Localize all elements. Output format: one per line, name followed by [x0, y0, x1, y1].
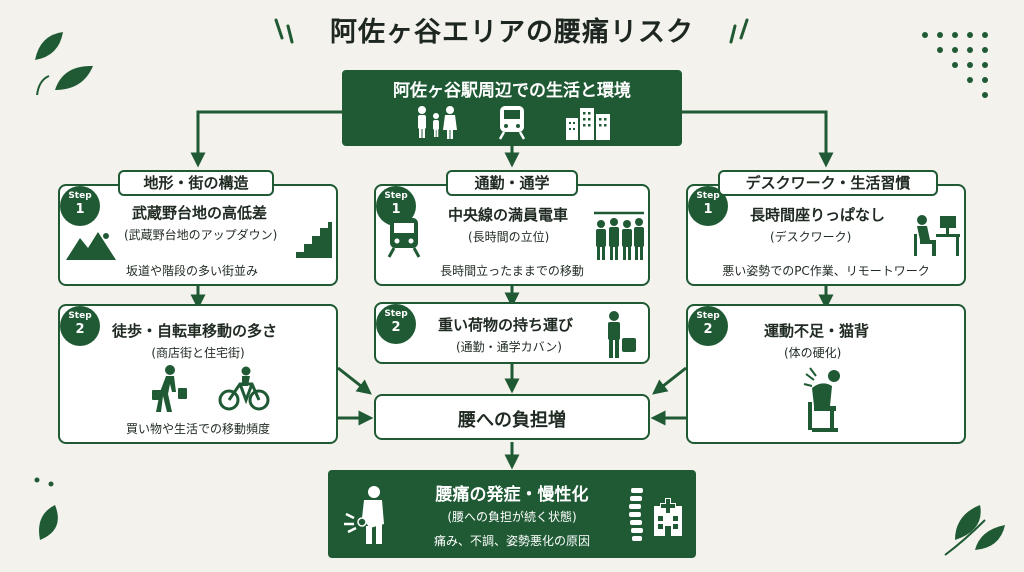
step-title: 武蔵野台地の高低差 — [132, 204, 268, 222]
result-note: 痛み、不調、姿勢悪化の原因 — [433, 534, 590, 548]
step-number: 1 — [391, 202, 401, 217]
category-label-commute: 通勤・通学 — [446, 170, 578, 196]
step-title: 長時間座りっぱなし — [750, 206, 886, 224]
step-subtitle: (長時間の立位) — [468, 230, 550, 244]
train-icon — [498, 106, 526, 140]
step-number: 1 — [75, 202, 85, 217]
spine-icon — [629, 488, 643, 541]
step-subtitle: (体の硬化) — [784, 346, 842, 360]
family-icon — [418, 106, 457, 139]
step-word: Step — [384, 191, 408, 201]
walking-person-icon — [152, 365, 187, 412]
back-pain-icon — [344, 486, 384, 544]
category-label-terrain: 地形・街の構造 — [118, 170, 274, 196]
title-accent-right-icon — [729, 18, 749, 44]
buildings-icon — [566, 108, 610, 140]
hospital-icon — [654, 498, 682, 536]
step-title: 中央線の満員電車 — [448, 206, 569, 224]
step-word: Step — [68, 311, 92, 321]
step-number: 1 — [703, 202, 713, 217]
category-label-desk: デスクワーク・生活習慣 — [718, 170, 938, 196]
result-subtitle: (腰への負担が続く状態) — [447, 510, 577, 524]
step-title: 運動不足・猫背 — [764, 322, 870, 340]
top-environment-box: 阿佐ヶ谷駅周辺での生活と環境 — [342, 70, 682, 146]
step-subtitle: (武蔵野台地のアップダウン) — [124, 228, 278, 242]
step-note: 悪い姿勢でのPC作業、リモートワーク — [722, 264, 930, 278]
dots-decoration-top-right-icon — [922, 32, 988, 98]
bicycle-icon — [218, 366, 270, 411]
top-environment-label: 阿佐ヶ谷駅周辺での生活と環境 — [393, 81, 631, 101]
step-note: 長時間立ったままでの移動 — [440, 264, 584, 278]
step-note: 坂道や階段の多い街並み — [126, 264, 259, 278]
result-box: 腰痛の発症・慢性化 (腰への負担が続く状態) 痛み、不調、姿勢悪化の原因 — [328, 470, 696, 558]
person-with-bag-icon — [608, 311, 636, 358]
leaf-decoration-top-left-icon — [35, 32, 93, 96]
leaf-decoration-bottom-right-icon — [944, 505, 1005, 556]
step-word: Step — [384, 309, 408, 319]
stairs-icon — [296, 222, 332, 258]
hunched-person-icon — [803, 367, 840, 432]
step-number: 2 — [75, 322, 85, 337]
step-note: 買い物や生活での移動頻度 — [125, 422, 270, 436]
step-title: 重い荷物の持ち運び — [438, 316, 574, 334]
page-title: 阿佐ヶ谷エリアの腰痛リスク — [330, 17, 694, 48]
title-accent-left-icon — [274, 18, 294, 44]
burden-label: 腰への負担増 — [458, 410, 566, 431]
step-number: 2 — [703, 322, 713, 337]
result-title: 腰痛の発症・慢性化 — [435, 485, 589, 505]
step-word: Step — [68, 191, 92, 201]
leaf-decoration-bottom-left-icon — [34, 477, 58, 540]
step-title: 徒歩・自転車移動の多さ — [112, 322, 278, 340]
hills-icon — [66, 232, 116, 260]
step-word: Step — [696, 191, 720, 201]
desk-worker-icon — [914, 215, 960, 256]
step-subtitle: (商店街と住宅街) — [151, 346, 245, 360]
step-subtitle: (通勤・通学カバン) — [456, 340, 562, 354]
crowded-passengers-icon — [594, 211, 644, 260]
burden-box: 腰への負担増 — [374, 394, 650, 440]
step-word: Step — [696, 311, 720, 321]
step-subtitle: (デスクワーク) — [770, 230, 852, 244]
step-number: 2 — [391, 320, 401, 335]
train-front-icon — [387, 218, 421, 258]
